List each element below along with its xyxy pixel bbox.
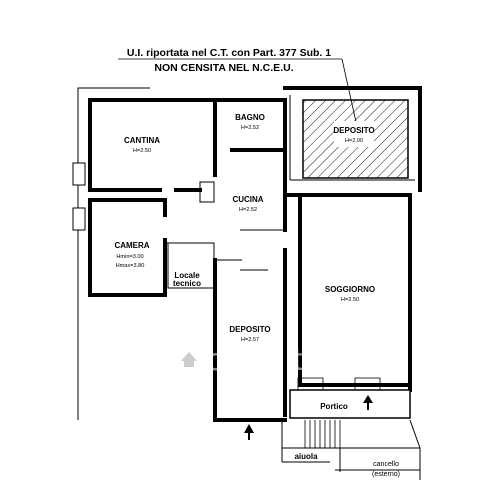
room-bagno-height: H=2.52 (241, 125, 259, 131)
room-camera-height-min: Hmin=3.00 (116, 254, 143, 260)
room-camera-height-max: Hmax=3.80 (116, 263, 145, 269)
room-bagno-name: BAGNO (235, 113, 265, 122)
cancello-line1: cancello (373, 461, 399, 468)
header-line-2: NON CENSITA NEL N.C.E.U. (154, 62, 293, 74)
room-deposito-top-height: H=2.00 (345, 138, 363, 144)
room-cantina-name: CANTINA (124, 136, 160, 145)
room-portico-name: Portico (320, 402, 348, 411)
deposito-label-bg (334, 121, 374, 147)
watermark-house-icon (174, 343, 204, 373)
room-aiuola-name: aiuola (294, 452, 318, 461)
room-cucina-height: H=2.52 (239, 207, 257, 213)
room-cantina-height: H=2.50 (133, 148, 151, 154)
left-windows (72, 162, 86, 231)
portico-area (289, 389, 411, 419)
room-deposito-bottom-name: DEPOSITO (229, 325, 270, 334)
room-camera-name: CAMERA (114, 241, 149, 250)
steps (297, 377, 381, 448)
room-cucina-name: CUCINA (232, 195, 263, 204)
room-deposito-top-name: DEPOSITO (333, 126, 374, 135)
cancello-line2: (esterno) (372, 471, 400, 478)
room-locale-tecnico-line2: tecnico (173, 279, 201, 288)
ground-lines (281, 419, 421, 480)
room-deposito-bottom-height: H=2.57 (241, 337, 259, 343)
header-line-1: U.I. riportata nel C.T. con Part. 377 Su… (127, 47, 331, 59)
room-soggiorno-name: SOGGIORNO (325, 285, 375, 294)
watermark-text: casa.it (206, 343, 305, 378)
room-locale-tecnico-line1: Locale (174, 271, 200, 280)
room-soggiorno-height: H=2.50 (341, 297, 359, 303)
building-walls (88, 86, 422, 422)
thin-walls (166, 95, 415, 289)
entrance-arrow-icon (244, 395, 373, 440)
